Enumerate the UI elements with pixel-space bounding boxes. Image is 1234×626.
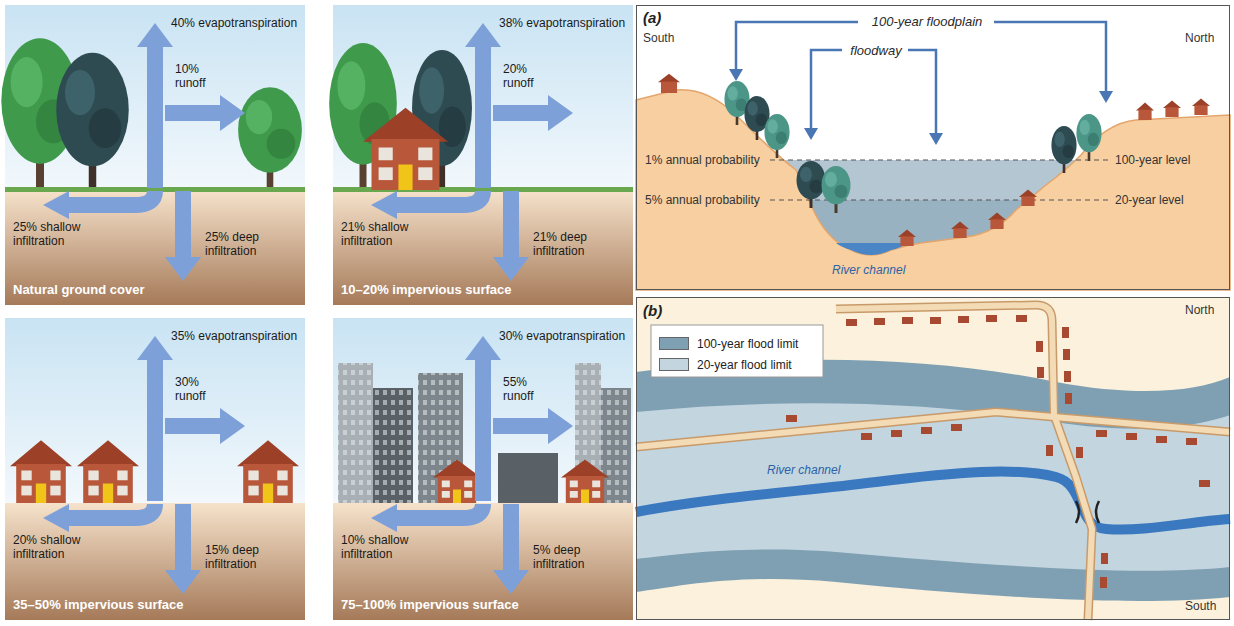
land-cover-panel: 30% evapotranspiration 55% runoff 10% shal…: [333, 318, 633, 620]
legend-swatch: [659, 337, 689, 350]
zone-label: floodway: [850, 44, 901, 59]
floodplain-cross-section: [636, 5, 1230, 290]
legend-row: 20-year flood limit: [659, 354, 798, 375]
flow-label: 20% runoff: [503, 63, 555, 91]
flow-label: 21% shallow infiltration: [341, 221, 446, 249]
suburban-scene: [329, 5, 633, 305]
natural-scene: [1, 5, 305, 305]
flow-label: 55% runoff: [503, 376, 555, 404]
flow-label: 10% runoff: [175, 63, 227, 91]
level-label: 100-year level: [1115, 154, 1190, 168]
flow-label: 10% shallow infiltration: [341, 534, 446, 562]
flow-label: 35% evapotranspiration: [171, 330, 297, 344]
flow-label: 30% evapotranspiration: [499, 330, 625, 344]
flow-label: 20% shallow infiltration: [13, 534, 118, 562]
legend: 100-year flood limit 20-year flood limit: [659, 333, 798, 375]
flow-label: 25% deep infiltration: [205, 231, 297, 259]
direction-label: North: [1185, 32, 1214, 46]
land-cover-panel: 38% evapotranspiration 20% runoff 21% shal…: [333, 5, 633, 305]
land-cover-panel: 35% evapotranspiration 30% runoff 20% shal…: [5, 318, 305, 620]
urban-scene: [333, 318, 633, 620]
probability-label: 5% annual probability: [645, 194, 760, 208]
legend-text: 100-year flood limit: [697, 337, 798, 351]
panel-letter: (b): [643, 302, 662, 319]
zone-label: 100-year floodplain: [872, 15, 983, 30]
panel-caption: 75–100% impervious surface: [341, 598, 519, 613]
legend-text: 20-year flood limit: [697, 358, 792, 372]
flow-label: 15% deep infiltration: [205, 544, 297, 572]
river-label: River channel: [832, 264, 905, 278]
residential-scene: [5, 318, 305, 620]
flow-label: 38% evapotranspiration: [499, 17, 625, 31]
flow-label: 40% evapotranspiration: [171, 17, 297, 31]
flow-label: 25% shallow infiltration: [13, 221, 118, 249]
land-cover-panel: 40% evapotranspiration 10% runoff 25% shal…: [5, 5, 305, 305]
river-label: River channel: [767, 464, 840, 478]
panel-letter: (a): [643, 9, 661, 26]
legend-swatch: [659, 358, 689, 371]
panel-caption: Natural ground cover: [13, 283, 144, 298]
legend-row: 100-year flood limit: [659, 333, 798, 354]
direction-label: North: [1185, 304, 1214, 318]
panel-caption: 10–20% impervious surface: [341, 283, 512, 298]
panel-caption: 35–50% impervious surface: [13, 598, 184, 613]
probability-label: 1% annual probability: [645, 154, 760, 168]
direction-label: South: [1185, 600, 1216, 614]
cross-section-panel: (a) South North 100-year floodplain floodway…: [636, 5, 1230, 290]
flow-label: 5% deep infiltration: [533, 544, 625, 572]
floodplain-map: [636, 297, 1230, 620]
level-label: 20-year level: [1115, 194, 1184, 208]
direction-label: South: [643, 32, 674, 46]
flow-label: 30% runoff: [175, 376, 227, 404]
flow-label: 21% deep infiltration: [533, 231, 625, 259]
